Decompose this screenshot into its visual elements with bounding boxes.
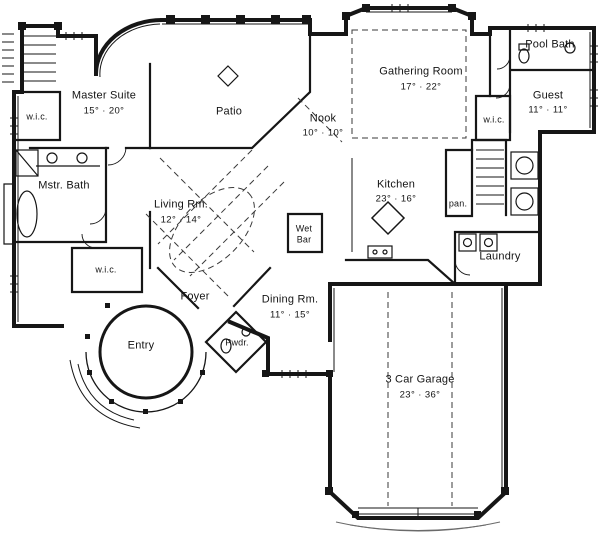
label-dining-rm: Dining Rm. bbox=[261, 293, 319, 306]
stair-treads bbox=[2, 33, 504, 205]
shower bbox=[15, 149, 39, 177]
label-wic-guest: w.i.c. bbox=[483, 114, 505, 125]
label-garage: 3 Car Garage bbox=[385, 373, 455, 386]
label-pantry: pan. bbox=[448, 198, 468, 209]
toilet bbox=[220, 338, 232, 354]
label-pwdr: Pwdr. bbox=[225, 337, 249, 348]
window-ticks bbox=[10, 4, 598, 378]
interior-walls bbox=[12, 26, 596, 374]
label-entry: Entry bbox=[127, 339, 155, 352]
label-wet-bar-line1: Wet bbox=[295, 223, 313, 234]
label-gathering-room: Gathering Room bbox=[379, 65, 463, 78]
label-kitchen-dims: 23° · 16° bbox=[375, 193, 417, 205]
label-dining-rm-dims: 11° · 15° bbox=[269, 309, 311, 321]
tub-bay-wall bbox=[3, 183, 14, 245]
sink bbox=[241, 327, 251, 337]
toilet bbox=[518, 48, 530, 64]
label-foyer: Foyer bbox=[180, 290, 210, 303]
label-laundry: Laundry bbox=[479, 250, 521, 263]
door-swings bbox=[81, 55, 511, 276]
driveway-arcs bbox=[335, 521, 501, 532]
label-wet-bar-line2: Bar bbox=[296, 234, 312, 245]
ceiling-dashed-lines bbox=[145, 29, 467, 506]
label-pool-bath: Pool Bath bbox=[525, 38, 575, 51]
dryer bbox=[479, 233, 498, 252]
label-kitchen: Kitchen bbox=[376, 178, 416, 191]
entry-rotunda bbox=[69, 304, 207, 429]
exterior-walls bbox=[12, 6, 596, 520]
bathtub bbox=[16, 190, 38, 238]
equipment bbox=[510, 187, 539, 216]
label-master-suite-dims: 15° · 20° bbox=[83, 105, 125, 117]
label-guest: Guest bbox=[532, 89, 564, 102]
sink bbox=[564, 42, 576, 54]
label-wic-hall: w.i.c. bbox=[95, 264, 117, 275]
label-mstr-bath: Mstr. Bath bbox=[38, 179, 90, 192]
kitchen-island bbox=[370, 200, 406, 236]
sink bbox=[76, 152, 88, 164]
label-master-suite: Master Suite bbox=[71, 89, 137, 102]
label-living-rm-dims: 12° · 14° bbox=[160, 214, 202, 226]
label-patio: Patio bbox=[215, 105, 243, 118]
range bbox=[367, 245, 393, 259]
patio-skylight bbox=[217, 65, 239, 87]
label-guest-dims: 11° · 11° bbox=[528, 104, 568, 116]
equipment bbox=[510, 151, 539, 180]
fixtures bbox=[3, 42, 576, 354]
washer bbox=[458, 233, 477, 252]
label-nook-dims: 10° · 10° bbox=[302, 127, 344, 139]
label-nook: Nook bbox=[309, 112, 337, 125]
sink bbox=[46, 152, 58, 164]
label-wic-master: w.i.c. bbox=[26, 111, 48, 122]
label-gathering-dims: 17° · 22° bbox=[400, 81, 442, 93]
label-living-rm: Living Rm. bbox=[154, 198, 208, 211]
label-garage-dims: 23° · 36° bbox=[399, 389, 441, 401]
